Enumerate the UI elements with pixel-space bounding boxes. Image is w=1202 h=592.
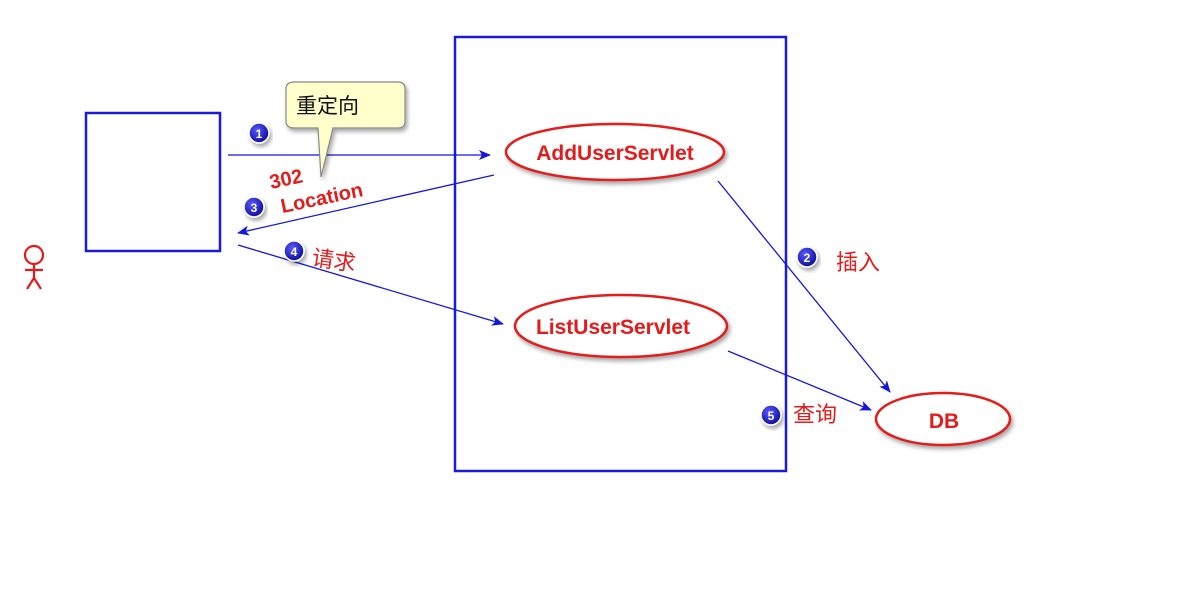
step-4-badge: 4	[283, 240, 305, 262]
status-code-label: 302	[268, 165, 305, 193]
step-3-badge: 3	[243, 196, 265, 218]
arrow-step-4-second-request	[237, 244, 504, 326]
step-4-request-label: 请求	[310, 246, 357, 277]
step-3-number: 3	[251, 201, 258, 215]
arrow-step-3-redirect-response	[237, 174, 495, 236]
step-2-insert-label: 插入	[836, 251, 880, 276]
step-5-badge: 5	[760, 404, 782, 426]
database-node: DB	[874, 391, 1012, 447]
list-user-servlet-label: ListUserServlet	[536, 316, 690, 339]
step-5-query-label: 查询	[793, 403, 837, 428]
server-container-box	[453, 35, 788, 473]
redirect-callout	[285, 81, 406, 178]
stick-figure-user-icon	[23, 244, 45, 290]
browser-box	[84, 111, 222, 253]
add-user-servlet-label: AddUserServlet	[536, 142, 694, 165]
step-2-badge: 2	[796, 246, 818, 268]
step-1-badge: 1	[248, 122, 270, 144]
add-user-servlet-node: AddUserServlet	[504, 122, 726, 182]
step-1-number: 1	[256, 127, 263, 141]
step-4-number: 4	[291, 245, 298, 259]
step-2-number: 2	[804, 251, 811, 265]
list-user-servlet-node: ListUserServlet	[513, 293, 729, 359]
arrow-step-5-query	[727, 350, 872, 411]
database-label: DB	[929, 410, 959, 433]
redirect-callout-text: 重定向	[296, 94, 359, 118]
step-5-number: 5	[768, 409, 775, 423]
redirect-status-label: 302 Location	[268, 165, 365, 218]
arrow-step-2-insert	[717, 180, 891, 393]
